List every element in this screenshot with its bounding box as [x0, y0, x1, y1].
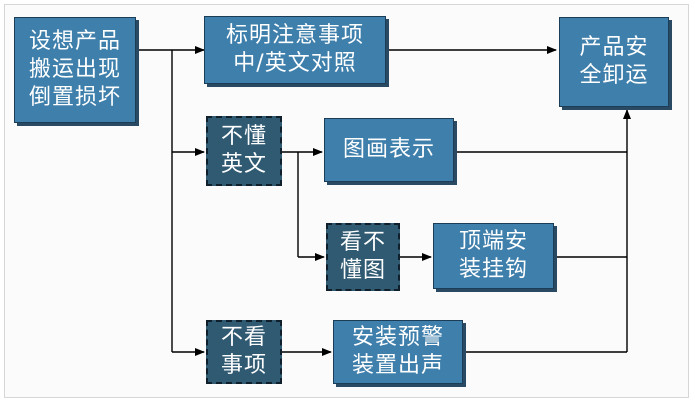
node-label-notes: 标明注意事项 中/英文对照: [204, 16, 386, 84]
node-no-english: 不懂 英文: [206, 116, 282, 186]
node-result: 产品安 全卸运: [559, 17, 669, 107]
node-hook: 顶端安 装挂钩: [433, 223, 554, 289]
node-picture: 图画表示: [324, 118, 454, 182]
node-start: 设想产品 搬运出现 倒置损坏: [14, 17, 136, 123]
node-no-picture: 看不 懂图: [326, 223, 400, 291]
node-alarm: 安装预警 装置出声: [333, 320, 463, 384]
node-no-notes: 不看 事项: [206, 320, 282, 384]
